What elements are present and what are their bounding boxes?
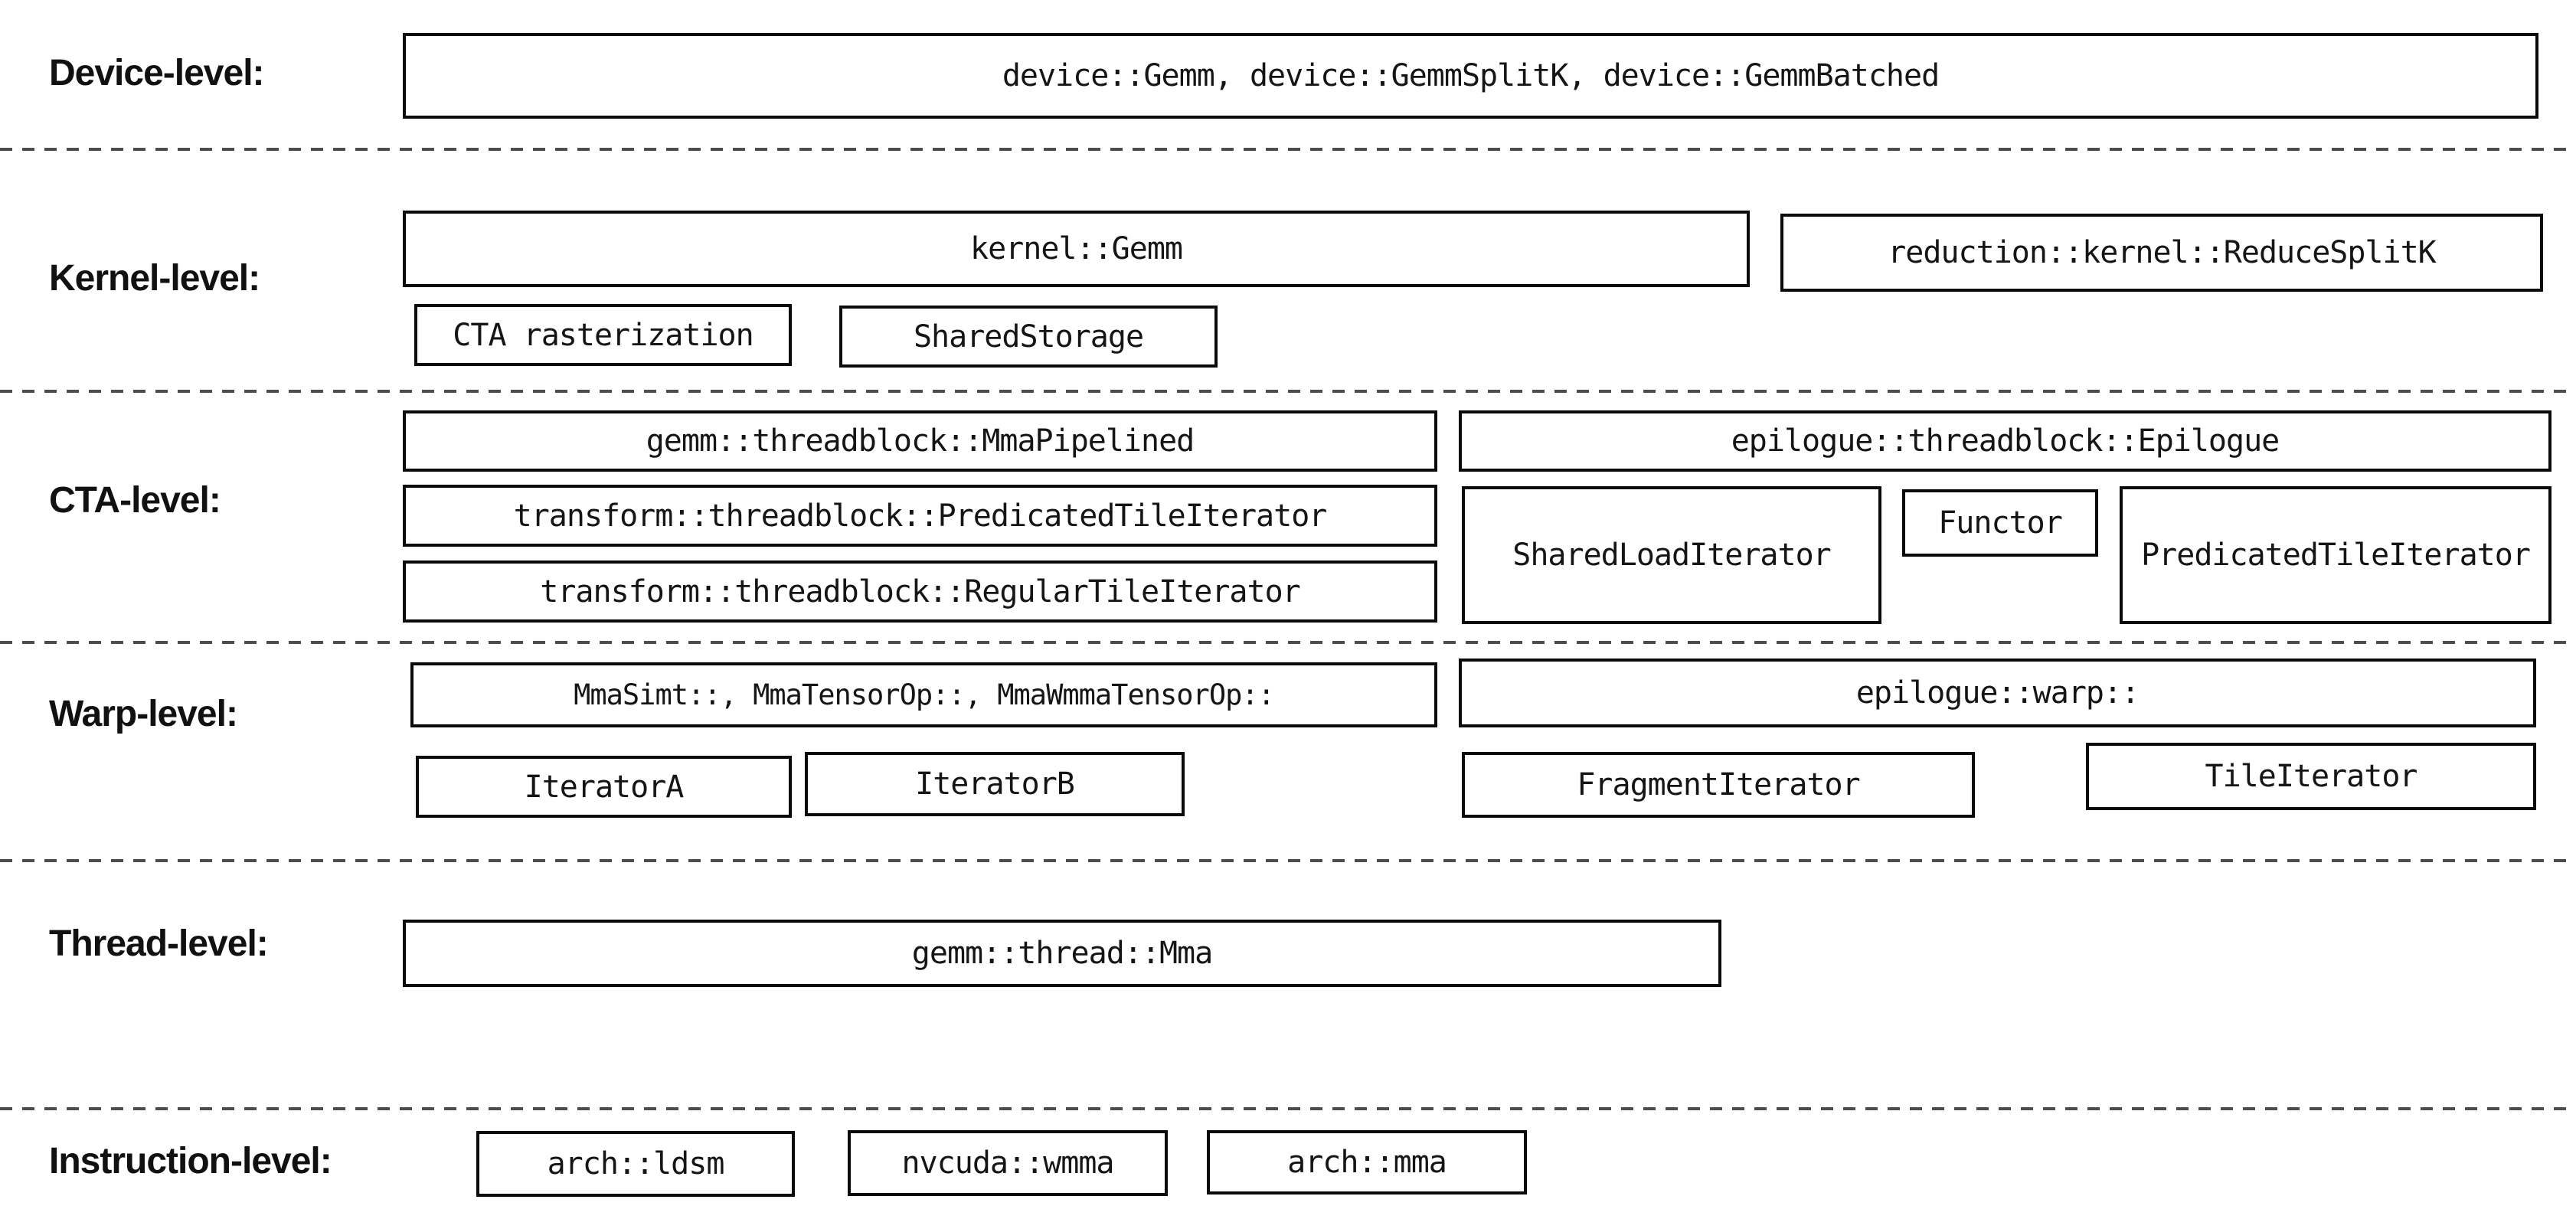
box-arch-ldsm: arch::ldsm [476, 1131, 795, 1197]
box-functor: Functor [1902, 489, 2098, 557]
level-label-warp: Warp-level: [49, 694, 238, 734]
level-label-cta: CTA-level: [49, 480, 221, 521]
box-transform-threadblock-predicatedtileiterator: transform::threadblock::PredicatedTileIt… [403, 485, 1437, 547]
box-kernel-gemm: kernel::Gemm [403, 211, 1750, 287]
box-epilogue-warp: epilogue::warp:: [1459, 659, 2536, 727]
box-arch-mma: arch::mma [1207, 1130, 1527, 1194]
level-label-instruction: Instruction-level: [49, 1141, 332, 1181]
box-gemm-threadblock-mmapipelined: gemm::threadblock::MmaPipelined [403, 410, 1437, 472]
box-fragmentiterator: FragmentIterator [1462, 752, 1975, 818]
level-separator [0, 1107, 2576, 1110]
box-sharedstorage: SharedStorage [839, 306, 1218, 368]
box-tileiterator: TileIterator [2086, 743, 2536, 810]
level-separator [0, 859, 2576, 862]
box-mmasimt-mmatensorop-mmawmmatensorop: MmaSimt::, MmaTensorOp::, MmaWmmaTensorO… [410, 662, 1437, 727]
box-cta-rasterization: CTA rasterization [414, 304, 792, 366]
box-transform-threadblock-regulartileiterator: transform::threadblock::RegularTileItera… [403, 560, 1437, 623]
box-iteratora: IteratorA [416, 756, 792, 818]
box-gemm-thread-mma: gemm::thread::Mma [403, 920, 1721, 987]
level-separator [0, 641, 2576, 644]
level-label-device: Device-level: [49, 53, 265, 93]
box-iteratorb: IteratorB [805, 752, 1185, 816]
level-separator [0, 390, 2576, 393]
level-label-kernel: Kernel-level: [49, 258, 260, 299]
box-device-gemm-variants: device::Gemm, device::GemmSplitK, device… [403, 33, 2538, 119]
box-epilogue-threadblock-epilogue: epilogue::threadblock::Epilogue [1459, 410, 2551, 472]
box-reduction-kernel-reducesplitk: reduction::kernel::ReduceSplitK [1780, 214, 2543, 292]
box-nvcuda-wmma: nvcuda::wmma [848, 1130, 1168, 1196]
box-predicatedtileiterator: PredicatedTileIterator [2120, 486, 2551, 624]
box-sharedloaditerator: SharedLoadIterator [1462, 486, 1881, 624]
level-separator [0, 148, 2576, 151]
level-label-thread: Thread-level: [49, 923, 269, 964]
